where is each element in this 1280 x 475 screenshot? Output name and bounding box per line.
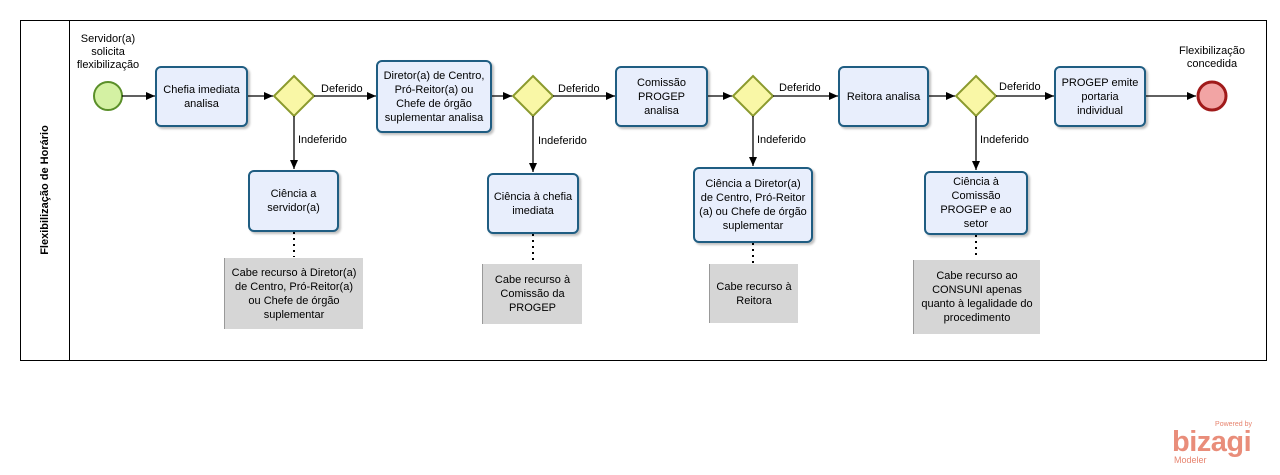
task-progep-emite[interactable]: PROGEP emite portaria individual [1054,66,1146,127]
logo-powered-by: Powered by [1215,421,1252,428]
task-ciencia-comissao[interactable]: Ciência à Comissão PROGEP e ao setor [924,171,1028,235]
annotation-recurso-3: Cabe recurso à Reitora [709,264,798,323]
task-chefia-analisa[interactable]: Chefia imediata analisa [155,66,248,127]
task-ciencia-chefia[interactable]: Ciência à chefia imediata [487,173,579,234]
start-event[interactable] [93,81,123,111]
label-indeferido-3: Indeferido [757,134,806,146]
annotation-recurso-2: Cabe recurso à Comissão da PROGEP [482,264,582,324]
label-deferido-2: Deferido [558,83,600,95]
start-event-label: Servidor(a) solicita flexibilização [76,33,140,71]
label-deferido-1: Deferido [321,83,363,95]
bizagi-logo: bizagi [1172,426,1252,458]
task-diretor-analisa[interactable]: Diretor(a) de Centro, Pró-Reitor(a) ou C… [376,60,492,133]
pool [20,20,1267,361]
lane-header [20,20,70,361]
label-indeferido-4: Indeferido [980,134,1029,146]
annotation-recurso-4: Cabe recurso ao CONSUNI apenas quanto à … [913,260,1040,334]
task-reitora-analisa[interactable]: Reitora analisa [838,66,929,127]
annotation-recurso-1: Cabe recurso à Diretor(a) de Centro, Pró… [224,258,363,329]
task-ciencia-servidor[interactable]: Ciência a servidor(a) [248,170,339,232]
gateway-3[interactable] [731,74,775,118]
task-ciencia-diretor[interactable]: Ciência a Diretor(a) de Centro, Pró-Reit… [693,167,813,243]
gateway-2[interactable] [511,74,555,118]
logo-modeler: Modeler [1174,455,1207,465]
label-indeferido-1: Indeferido [298,134,347,146]
label-deferido-4: Deferido [999,81,1041,93]
label-indeferido-2: Indeferido [538,135,587,147]
gateway-1[interactable] [272,74,316,118]
end-event[interactable] [1196,80,1228,112]
end-event-label: Flexibilização concedida [1178,45,1246,70]
gateway-4[interactable] [954,74,998,118]
label-deferido-3: Deferido [779,82,821,94]
task-comissao-analisa[interactable]: Comissão PROGEP analisa [615,66,708,127]
